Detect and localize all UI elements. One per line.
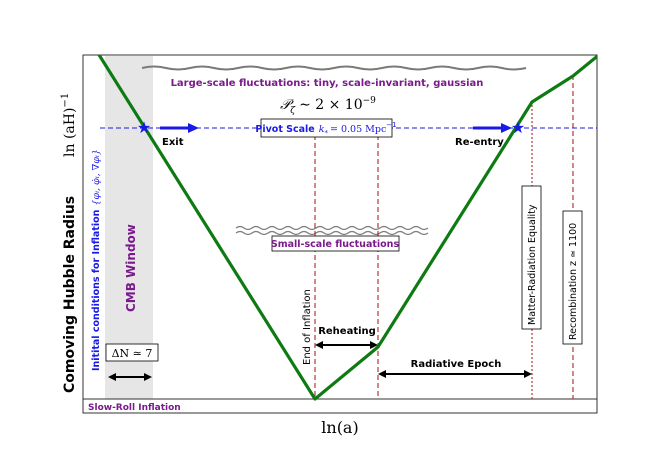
small-scale-label: Small-scale fluctuations xyxy=(271,239,400,250)
delta-n-arrowhead-right xyxy=(144,373,152,381)
power-spectrum-label: 𝒫ζ∼ 2 × 10−9 xyxy=(280,96,376,116)
small-scale-wave-2 xyxy=(235,230,429,236)
large-scale-wave xyxy=(141,65,527,71)
large-scale-label: Large-scale fluctuations: tiny, scale-in… xyxy=(171,78,484,89)
cmb-window-band xyxy=(105,56,153,399)
hubble-radius-curve xyxy=(97,55,597,401)
recombination-label: Recombination z ≃ 1100 xyxy=(568,223,579,340)
y-axis-math-label: ln (aH)−1 xyxy=(60,93,78,157)
radiative-arrowhead-left xyxy=(378,370,386,378)
reentry-label: Re-entry xyxy=(455,137,504,148)
delta-n-arrowhead-left xyxy=(108,373,116,381)
exit-arrowhead xyxy=(188,123,199,133)
reheating-arrowhead-right xyxy=(370,341,378,349)
end-of-inflation-label: End of Inflation xyxy=(302,289,313,365)
reheating-label: Reheating xyxy=(318,326,376,337)
x-axis-label: ln(a) xyxy=(321,418,358,437)
plot-frame xyxy=(82,54,598,414)
cmb-window-label: CMB Window xyxy=(124,224,138,312)
exit-label: Exit xyxy=(162,137,184,148)
reheating-arrowhead-left xyxy=(315,341,323,349)
y-axis-label: Comoving Hubble Radius xyxy=(62,196,78,393)
small-scale-wave-1 xyxy=(235,225,429,231)
radiative-arrowhead-right xyxy=(524,370,532,378)
initial-conditions-label: Initital conditions for Inflation{φᵢ, φ̇… xyxy=(91,149,102,371)
radiative-epoch-label: Radiative Epoch xyxy=(411,359,502,370)
matter-radiation-label: Matter-Radiation Equality xyxy=(527,204,538,325)
exit-star-icon: ★ xyxy=(137,118,151,137)
recombination-box xyxy=(562,210,583,345)
delta-n-box xyxy=(105,343,159,362)
reentry-star-icon: ★ xyxy=(511,118,525,137)
delta-n-label: ΔN ≃ 7 xyxy=(112,347,153,360)
small-scale-box xyxy=(271,235,400,252)
reentry-arrowhead xyxy=(501,123,512,133)
slow-roll-label: Slow-Roll Inflation xyxy=(88,403,181,413)
pivot-scale-box xyxy=(260,118,393,138)
matter-radiation-box xyxy=(521,185,542,330)
